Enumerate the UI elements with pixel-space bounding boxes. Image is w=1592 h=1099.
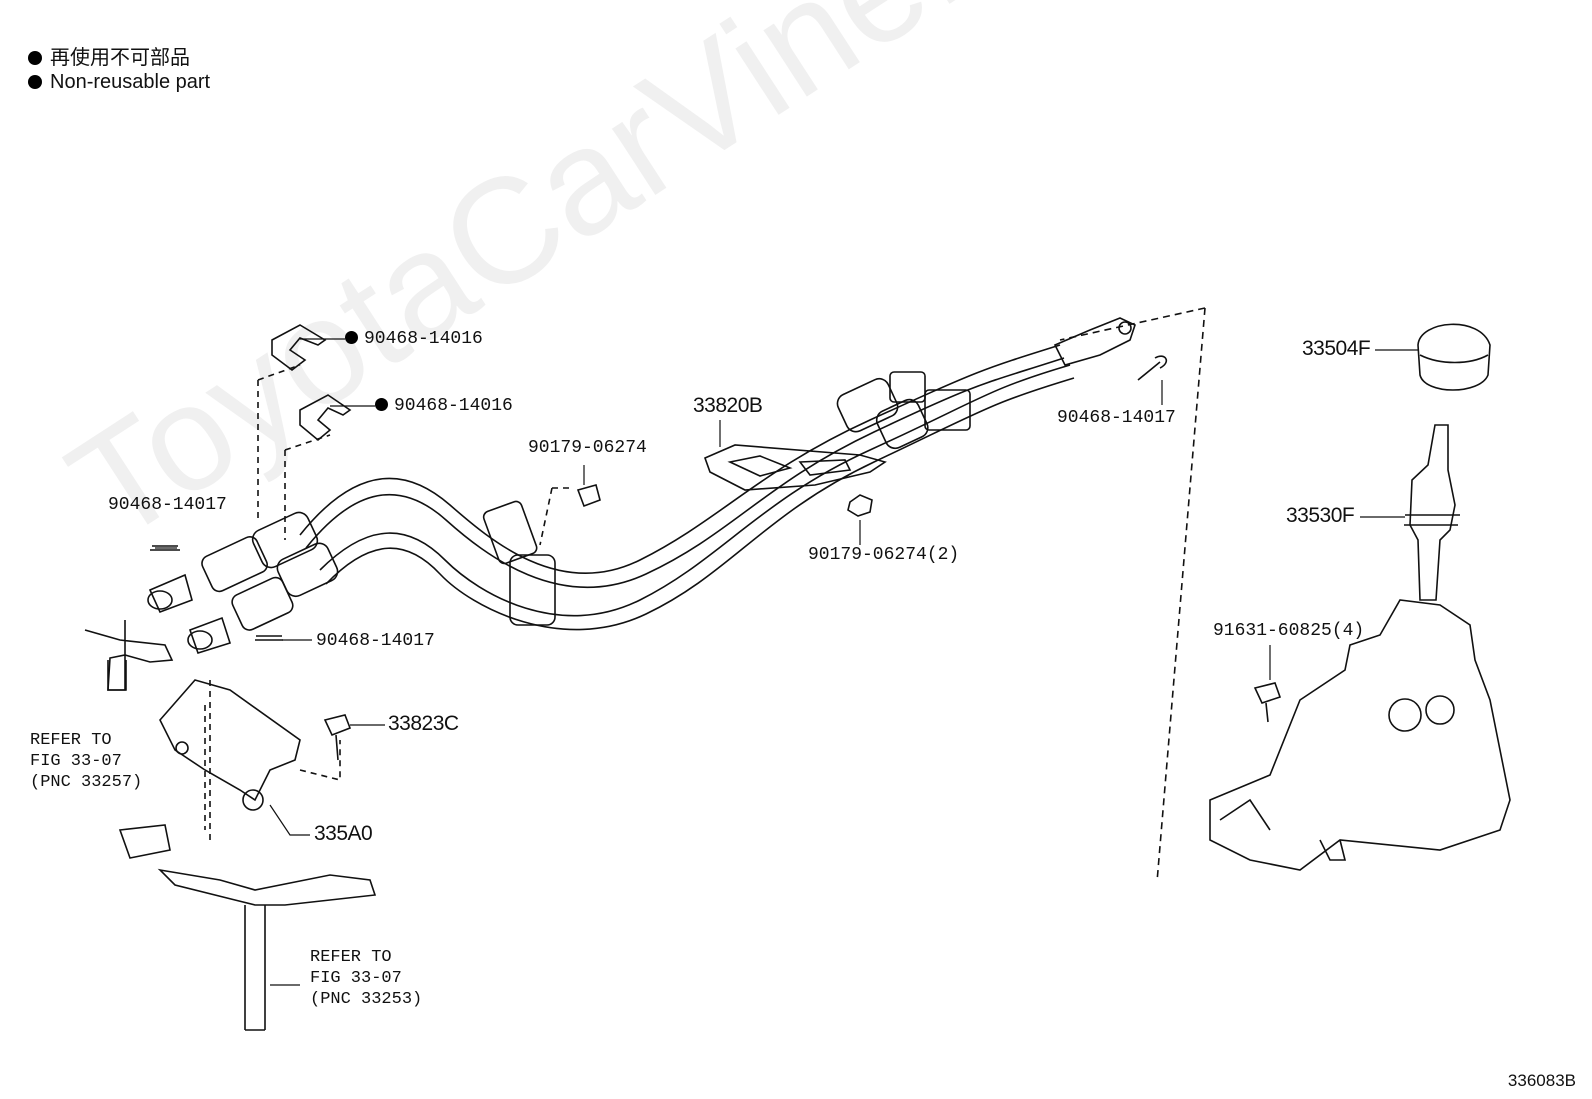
part-label-pin-left-upper: 90468-14017 <box>108 495 227 515</box>
legend-row-ja: 再使用不可部品 <box>28 46 210 70</box>
part-label-grommet-upper: 90179-06274 <box>528 438 647 458</box>
part-label-shift-knob: 33504F <box>1302 337 1371 360</box>
part-label-clip-upper: 90468-14016 <box>345 329 483 349</box>
part-label-clip-lower: 90468-14016 <box>375 396 513 416</box>
bracket <box>159 679 301 802</box>
shifter-housing <box>1209 599 1511 871</box>
cable-end-left-lower <box>187 542 339 654</box>
non-reusable-dot-icon <box>345 331 358 344</box>
pin-right <box>1137 355 1168 381</box>
legend-text-ja: 再使用不可部品 <box>50 47 190 69</box>
part-label-bolt-bracket: 33823C <box>388 712 459 735</box>
part-label-bracket: 335A0 <box>314 822 373 845</box>
ref-line: (PNC 33253) <box>310 990 423 1009</box>
clip-upper <box>271 324 327 372</box>
reference-note-33257: REFER TO FIG 33-07 (PNC 33257) <box>30 730 142 793</box>
part-number: 90468-14016 <box>394 396 513 416</box>
part-label-bolt-housing: 91631-60825(4) <box>1213 621 1365 641</box>
bolt-housing <box>1253 682 1282 723</box>
part-label-shift-lever: 33530F <box>1286 504 1355 527</box>
non-reusable-dot-icon <box>28 75 42 89</box>
pin-left-lower <box>255 635 283 641</box>
cable-bracket-plate <box>703 444 887 491</box>
ref-line: FIG 33-07 <box>30 752 122 771</box>
part-label-pin-right: 90468-14017 <box>1057 408 1176 428</box>
grommet-upper <box>576 484 601 508</box>
ref-line: FIG 33-07 <box>310 969 402 988</box>
cable-end-left-upper <box>147 511 319 614</box>
assembly-outline <box>1059 307 1206 883</box>
shift-knob <box>1417 323 1491 391</box>
lever-33253 <box>118 824 377 906</box>
clip-lower <box>299 394 352 442</box>
reference-note-33253: REFER TO FIG 33-07 (PNC 33253) <box>310 947 422 1010</box>
grommet-lower <box>847 494 873 517</box>
pin-left-upper <box>150 545 180 551</box>
part-label-cable-assembly: 33820B <box>693 394 763 417</box>
bolt-bracket <box>323 714 352 761</box>
legend-row-en: Non-reusable part <box>28 70 210 94</box>
ref-line: (PNC 33257) <box>30 773 143 792</box>
figure-id: 336083B <box>1507 1071 1576 1090</box>
non-reusable-dot-icon <box>375 398 388 411</box>
part-label-pin-left-lower: 90468-14017 <box>316 631 435 651</box>
shift-cable-lower <box>319 364 1075 631</box>
part-number: 90468-14016 <box>364 329 483 349</box>
legend-text-en: Non-reusable part <box>50 71 211 93</box>
ref-line: REFER TO <box>30 731 112 750</box>
ref-line: REFER TO <box>310 948 392 967</box>
non-reusable-dot-icon <box>28 51 42 65</box>
part-label-grommet-lower: 90179-06274(2) <box>808 545 960 565</box>
legend: 再使用不可部品 Non-reusable part <box>28 46 210 94</box>
shift-lever <box>1409 424 1456 601</box>
lever-33257 <box>84 620 174 691</box>
shift-cable-upper <box>299 344 1065 589</box>
